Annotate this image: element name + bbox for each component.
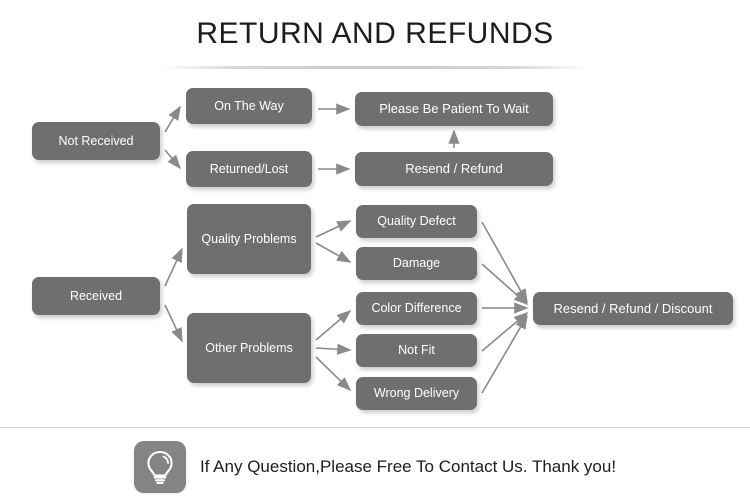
flow-node-label: On The Way xyxy=(214,98,284,113)
connector-quality-problems-to-quality-defect xyxy=(315,220,352,238)
connector-not-received-to-returned-lost xyxy=(164,149,182,170)
footer-message: If Any Question,Please Free To Contact U… xyxy=(199,457,617,476)
flow-node-returned-lost: Returned/Lost xyxy=(186,151,312,187)
flow-node-damage: Damage xyxy=(356,247,477,280)
flow-node-label: Not Fit xyxy=(398,343,435,357)
flow-node-quality-problems: Quality Problems xyxy=(187,204,311,274)
connector-group xyxy=(164,103,529,394)
flow-node-label: Not Received xyxy=(58,133,134,148)
footer-divider xyxy=(0,427,750,428)
connector-quality-defect-to-resend-refund-discount xyxy=(481,221,528,304)
flow-node-other-problems: Other Problems xyxy=(187,313,311,383)
connector-not-fit-to-resend-refund-discount xyxy=(481,311,529,352)
connector-received-to-other-problems xyxy=(164,304,183,343)
flow-node-not-received: Not Received xyxy=(32,122,160,160)
flow-node-label: Color Difference xyxy=(371,301,462,315)
connector-quality-problems-to-damage xyxy=(315,242,352,263)
flow-node-not-fit: Not Fit xyxy=(356,334,477,367)
flow-node-resend-refund: Resend / Refund xyxy=(355,152,553,186)
flow-node-label: Other Problems xyxy=(205,340,293,355)
flow-node-label: Wrong Delivery xyxy=(373,386,460,400)
title-divider xyxy=(160,66,590,69)
flow-node-resend-refund-discount: Resend / Refund / Discount xyxy=(533,292,733,325)
flow-node-label: Damage xyxy=(392,256,441,270)
footer: If Any Question,Please Free To Contact U… xyxy=(0,434,750,500)
connector-not-received-to-on-the-way xyxy=(164,105,181,133)
page-title: RETURN AND REFUNDS xyxy=(196,17,554,50)
flow-node-wrong-delivery: Wrong Delivery xyxy=(356,377,477,410)
flow-node-on-the-way: On The Way xyxy=(186,88,312,124)
connector-damage-to-resend-refund-discount xyxy=(481,263,529,306)
flow-node-label: Resend / Refund xyxy=(405,161,503,177)
flow-node-label: Received xyxy=(69,288,123,303)
lightbulb-icon xyxy=(133,441,186,493)
flow-node-label: Quality Problems xyxy=(201,231,297,246)
flow-node-received: Received xyxy=(32,277,160,315)
flow-node-color-difference: Color Difference xyxy=(356,292,477,325)
flow-node-label: Resend / Refund / Discount xyxy=(553,300,713,316)
flowchart-connectors xyxy=(164,103,529,394)
flow-node-label: Returned/Lost xyxy=(209,161,289,176)
connector-other-problems-to-not-fit xyxy=(315,343,352,355)
connector-received-to-quality-problems xyxy=(164,247,183,287)
flow-node-label: Please Be Patient To Wait xyxy=(379,101,529,117)
flow-node-label: Quality Defect xyxy=(377,214,456,228)
connector-other-problems-to-wrong-delivery xyxy=(315,356,352,392)
connector-wrong-delivery-to-resend-refund-discount xyxy=(481,314,528,394)
flow-node-be-patient: Please Be Patient To Wait xyxy=(355,92,553,126)
flow-node-quality-defect: Quality Defect xyxy=(356,205,477,238)
page-header: RETURN AND REFUNDS xyxy=(0,14,750,54)
connector-other-problems-to-color-difference xyxy=(315,309,352,341)
